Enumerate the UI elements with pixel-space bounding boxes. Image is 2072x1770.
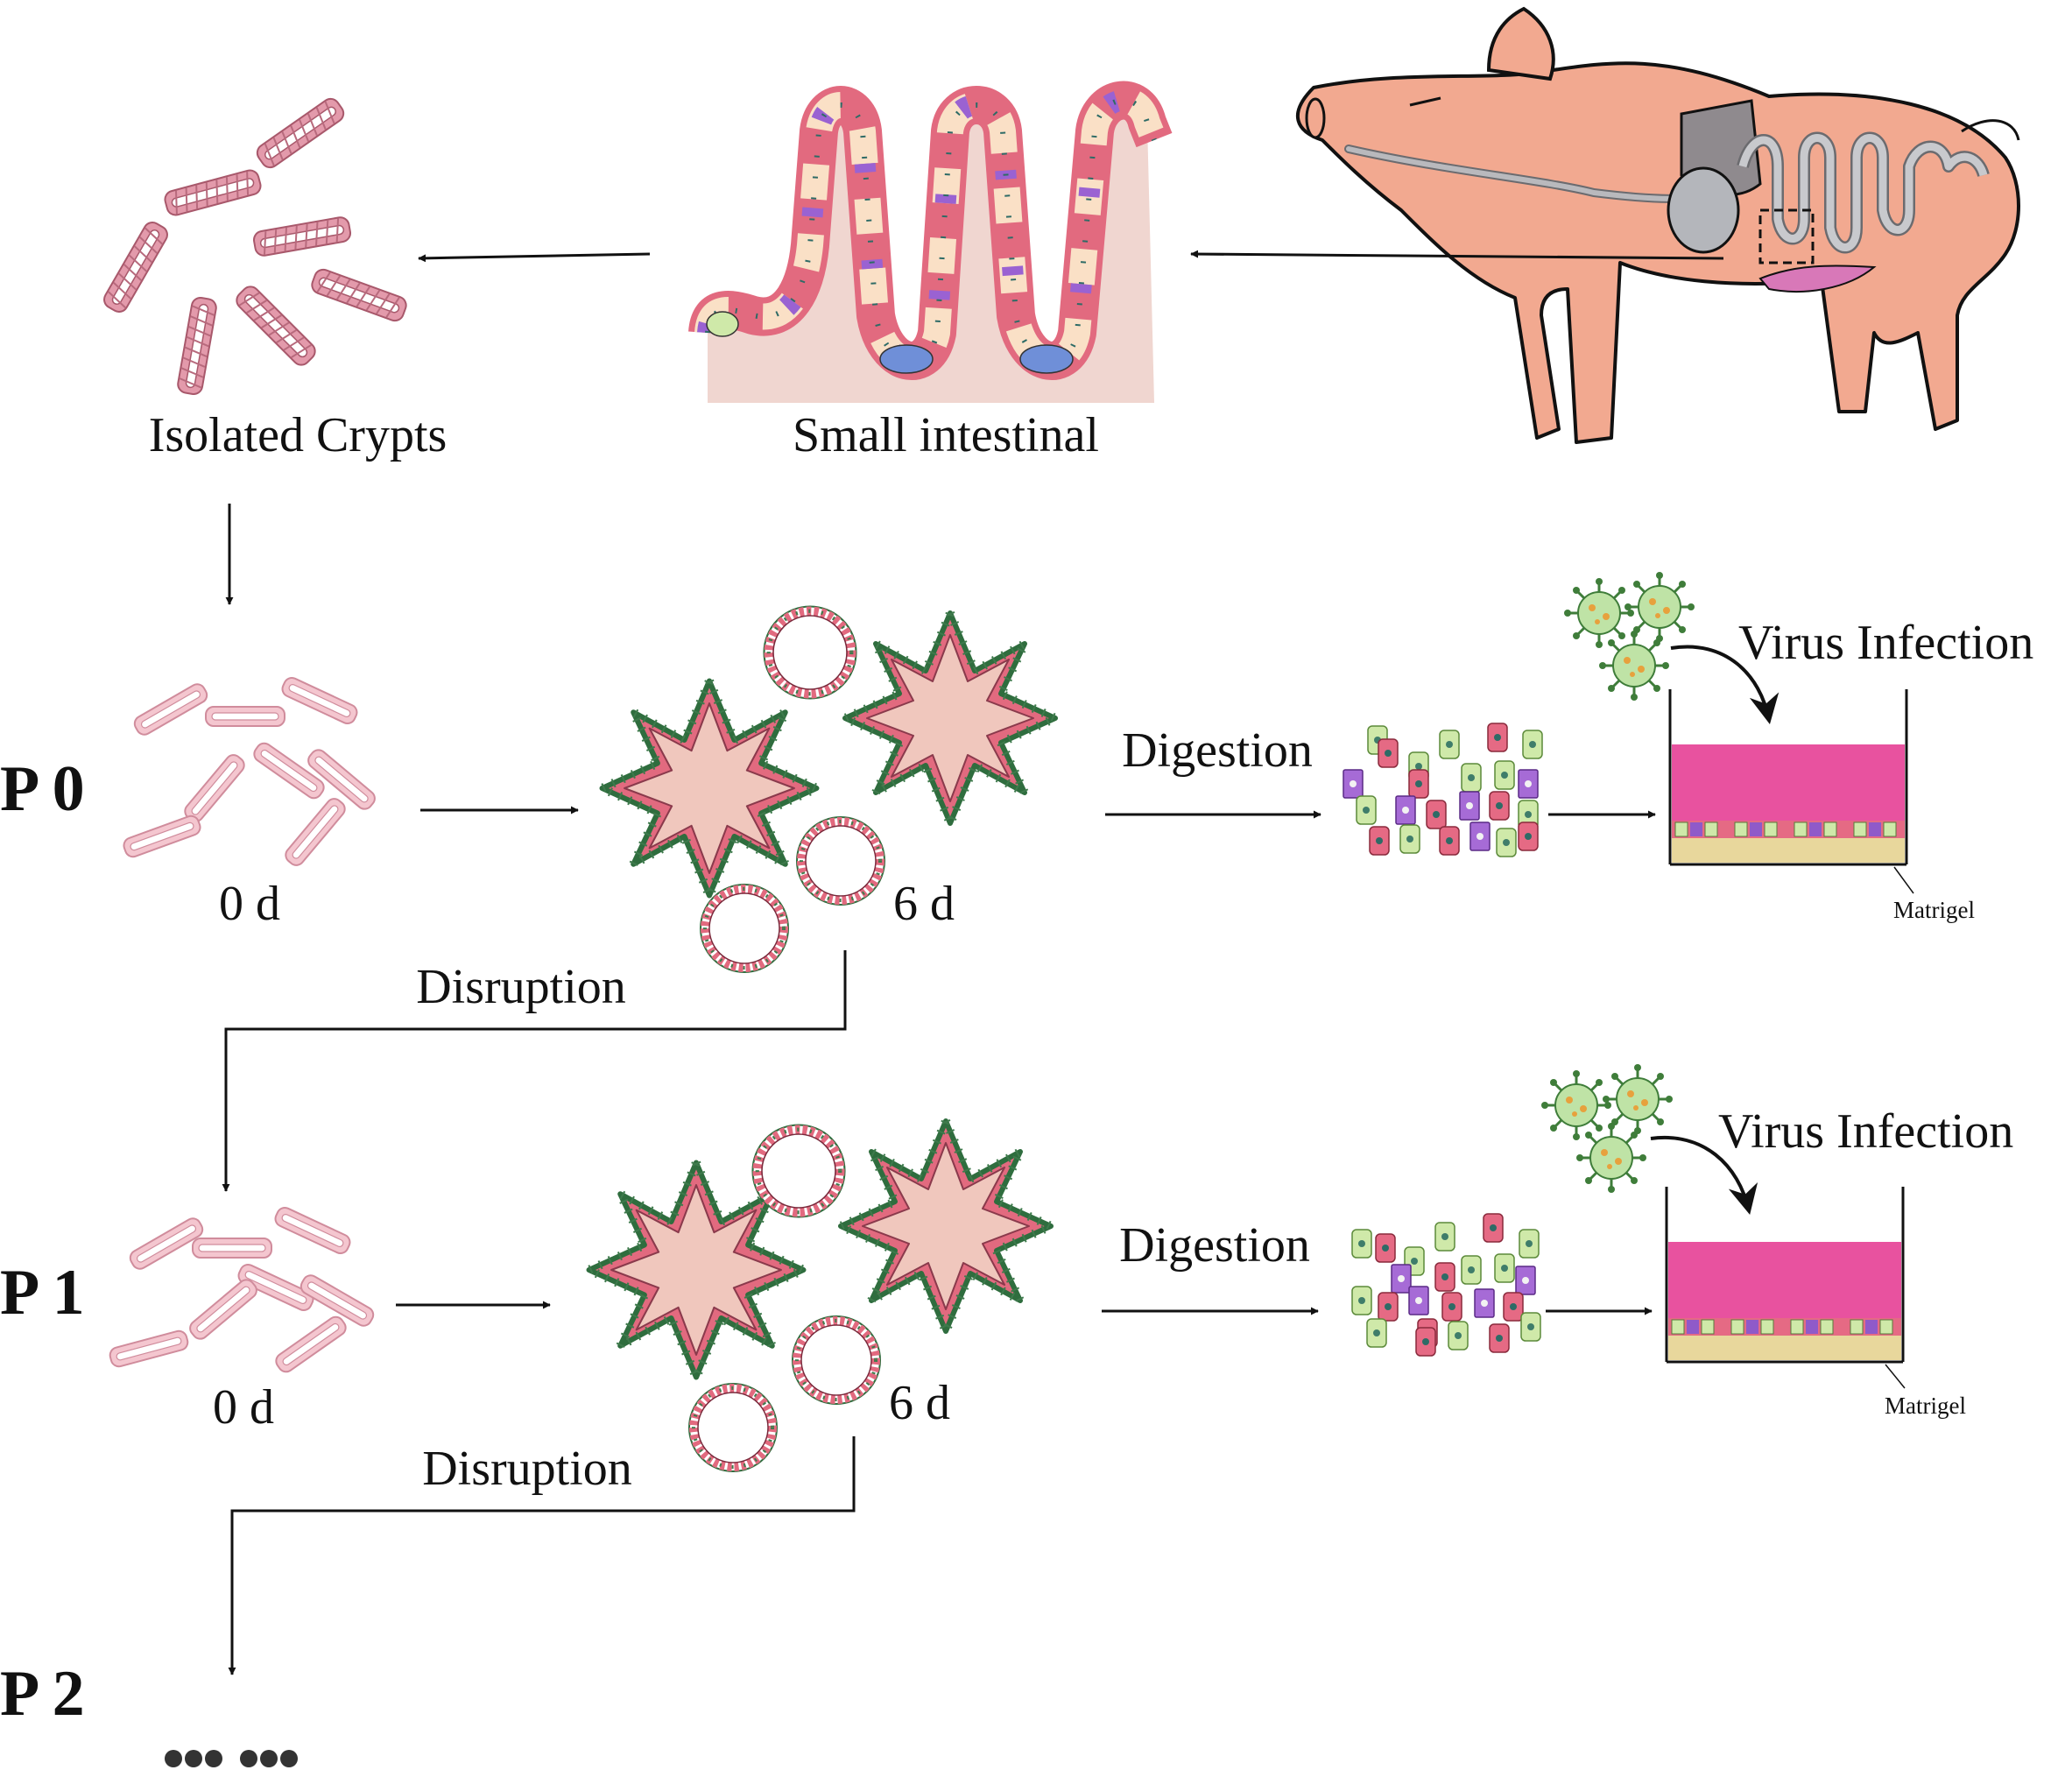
p1-day6-label: 6 d [889, 1376, 950, 1430]
arrow-pig-to-intestine [1190, 250, 1724, 260]
isolated-crypts-group [100, 94, 410, 397]
p1-label: P 1 [0, 1257, 85, 1329]
p0-digestion-label: Digestion [1122, 723, 1313, 778]
arrow-intestine-to-crypts [418, 252, 651, 263]
arrow-p1-to-p2 [228, 1436, 856, 1675]
p0-crypt-fragments [120, 674, 379, 870]
p0-matrigel-leader [1893, 866, 1914, 894]
p0-dissociated-cells [1343, 723, 1543, 857]
p0-culture-well [1668, 688, 1908, 866]
p2-label: P 2 [0, 1658, 85, 1730]
p1-matrigel-leader [1885, 1364, 1906, 1389]
isolated-crypts-label: Isolated Crypts [149, 408, 448, 462]
p0-day0-label: 0 d [219, 877, 280, 931]
p0-matrigel-label: Matrigel [1893, 897, 1975, 923]
p1-organoids [589, 1121, 1051, 1471]
p1-crypt-fragments [107, 1204, 377, 1376]
pig-illustration [1295, 6, 2020, 444]
p1-infection-arrow [1650, 1135, 1758, 1215]
p1-virus-infection-label: Virus Infection [1718, 1104, 2013, 1159]
p1-culture-well [1665, 1185, 1905, 1364]
p0-infection-arrow [1670, 645, 1780, 725]
arrow-p0-to-p1 [222, 950, 847, 1192]
small-intestinal-label: Small intestinal [793, 408, 1099, 462]
p1-digestion-label: Digestion [1119, 1218, 1310, 1273]
p1-viruses [1540, 1062, 1674, 1195]
p0-organoids [603, 607, 1055, 973]
p0-day6-label: 6 d [893, 877, 955, 931]
p1-dissociated-cells [1351, 1213, 1541, 1357]
continuation-ellipsis [165, 1750, 298, 1767]
p1-disruption-label: Disruption [422, 1442, 632, 1496]
p0-disruption-label: Disruption [416, 960, 626, 1014]
p0-label: P 0 [0, 753, 85, 825]
p0-viruses [1562, 570, 1696, 702]
p1-day0-label: 0 d [213, 1380, 274, 1435]
p0-virus-infection-label: Virus Infection [1738, 616, 2033, 670]
p1-matrigel-label: Matrigel [1885, 1393, 1966, 1419]
intestinal-villi-illustration [688, 81, 1173, 404]
